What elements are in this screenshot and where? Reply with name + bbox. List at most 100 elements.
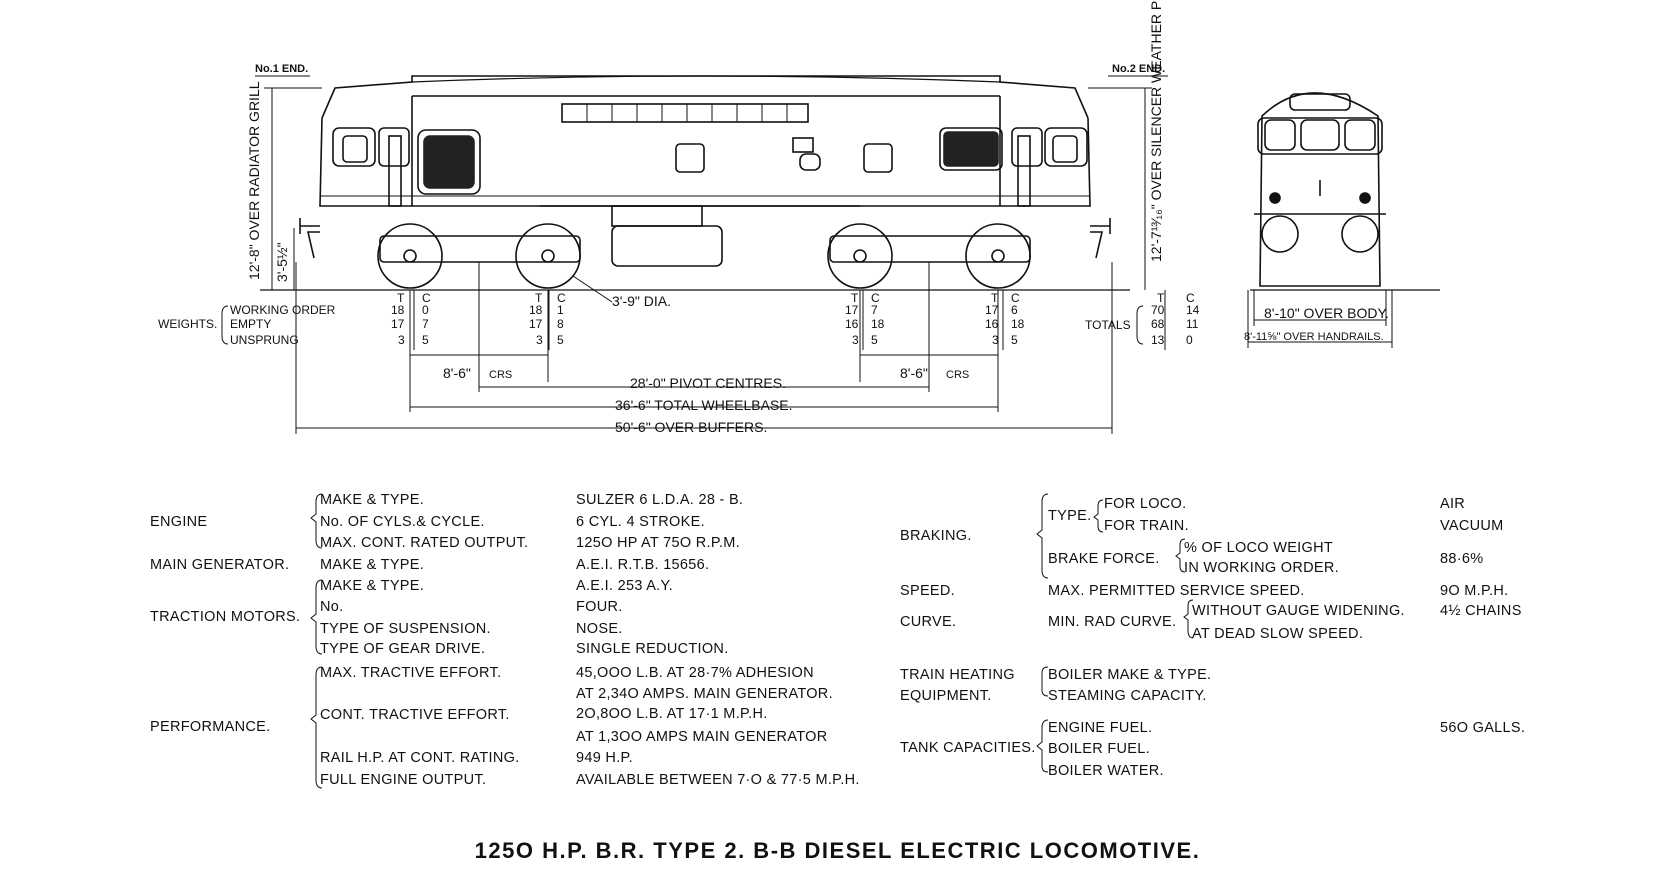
traction-value-gear: SINGLE REDUCTION. bbox=[576, 641, 729, 657]
main-generator-value: A.E.I. R.T.B. 15656. bbox=[576, 557, 710, 573]
speed-item: MAX. PERMITTED SERVICE SPEED. bbox=[1048, 583, 1305, 599]
tank-item-boiler-fuel: BOILER FUEL. bbox=[1048, 741, 1150, 757]
weight-row-working: WORKING ORDER bbox=[230, 303, 336, 317]
height-silencer-label: 12'-7¹³⁄₁₆" OVER SILENCER WEATHER PLATES… bbox=[1148, 0, 1164, 262]
axle-4-c-2: 5 bbox=[1011, 333, 1018, 347]
axle-4-t-2: 3 bbox=[992, 333, 999, 347]
axle-4-t-1: 16 bbox=[985, 317, 999, 331]
performance-value-3: AT 1,3OO AMPS MAIN GENERATOR bbox=[576, 729, 828, 745]
braking-value-train: VACUUM bbox=[1440, 518, 1504, 534]
engine-item-make: MAKE & TYPE. bbox=[320, 492, 425, 508]
train-heating-item-1: STEAMING CAPACITY. bbox=[1048, 688, 1207, 704]
performance-value-2: 2O,8OO L.B. AT 17·1 M.P.H. bbox=[576, 706, 768, 722]
brake-force-value: 88·6% bbox=[1440, 551, 1484, 567]
bogie-1-centres: 8'-6" bbox=[443, 365, 471, 381]
axle-3-c-header: C bbox=[871, 291, 880, 305]
wheel-dia-label: 3'-9" DIA. bbox=[612, 293, 671, 309]
braking-type-train: FOR TRAIN. bbox=[1104, 518, 1189, 534]
traction-value-no: FOUR. bbox=[576, 599, 623, 615]
axle-2-t-2: 3 bbox=[536, 333, 543, 347]
totals-t-2: 13 bbox=[1151, 333, 1165, 347]
curve-item: MIN. RAD CURVE. bbox=[1048, 614, 1177, 630]
traction-item-no: No. bbox=[320, 599, 344, 615]
tank-item-boiler-water: BOILER WATER. bbox=[1048, 763, 1164, 779]
pivot-centres-label: 28'-0" PIVOT CENTRES. bbox=[630, 375, 786, 391]
tank-item-engine-fuel: ENGINE FUEL. bbox=[1048, 720, 1153, 736]
over-handrails-label: 8'-11⅝" OVER HANDRAILS. bbox=[1244, 331, 1384, 343]
dimension-lines bbox=[255, 75, 1393, 434]
tank-value-engine-fuel: 56O GALLS. bbox=[1440, 720, 1526, 736]
side-elevation bbox=[260, 75, 1130, 291]
axle-2-c-2: 5 bbox=[557, 333, 564, 347]
curve-sub-0: WITHOUT GAUGE WIDENING. bbox=[1192, 603, 1405, 619]
bogie-2-centres: 8'-6" bbox=[900, 365, 928, 381]
height-radiator-label: 12'-8" OVER RADIATOR GRILL bbox=[246, 81, 262, 280]
axle-2-t-header: T bbox=[535, 291, 543, 305]
axle-2-t-0: 18 bbox=[529, 303, 543, 317]
traction-value-make: A.E.I. 253 A.Y. bbox=[576, 578, 673, 594]
weight-row-unsprung: UNSPRUNG bbox=[230, 333, 299, 347]
no1-end-label: No.1 END. bbox=[255, 63, 308, 75]
traction-motors-label: TRACTION MOTORS. bbox=[150, 609, 301, 625]
totals-t-0: 70 bbox=[1151, 303, 1165, 317]
axle-4-c-1: 18 bbox=[1011, 317, 1025, 331]
axle-3-t-header: T bbox=[851, 291, 859, 305]
axle-1-c-2: 5 bbox=[422, 333, 429, 347]
braking-value-loco: AIR bbox=[1440, 496, 1466, 512]
axle-1-c-1: 7 bbox=[422, 317, 429, 331]
axle-2-c-0: 1 bbox=[557, 303, 564, 317]
diagram-caption: 125O H.P. B.R. TYPE 2. B-B DIESEL ELECTR… bbox=[474, 838, 1201, 863]
curve-value: 4½ CHAINS bbox=[1440, 603, 1522, 619]
axle-4-t-0: 17 bbox=[985, 303, 999, 317]
brake-force-item-0: % OF LOCO WEIGHT bbox=[1184, 540, 1333, 556]
main-generator-item: MAKE & TYPE. bbox=[320, 557, 425, 573]
over-buffers-label: 50'-6" OVER BUFFERS. bbox=[615, 419, 767, 435]
axle-1-t-header: T bbox=[397, 291, 405, 305]
totals-label: TOTALS bbox=[1085, 318, 1131, 332]
axle-4-c-header: C bbox=[1011, 291, 1020, 305]
axle-2-c-header: C bbox=[557, 291, 566, 305]
brake-force-item-1: IN WORKING ORDER. bbox=[1184, 560, 1339, 576]
speed-label: SPEED. bbox=[900, 583, 955, 599]
axle-weights: 18 17 3 0 7 5 18 17 3 1 8 5 17 16 3 7 18… bbox=[391, 303, 1200, 347]
axle-4-c-0: 6 bbox=[1011, 303, 1018, 317]
performance-value-5: AVAILABLE BETWEEN 7·O & 77·5 M.P.H. bbox=[576, 772, 860, 788]
speed-value: 9O M.P.H. bbox=[1440, 583, 1509, 599]
axle-3-c-2: 5 bbox=[871, 333, 878, 347]
axle-1-c-0: 0 bbox=[422, 303, 429, 317]
curve-label: CURVE. bbox=[900, 614, 957, 630]
traction-item-gear: TYPE OF GEAR DRIVE. bbox=[320, 641, 486, 657]
performance-label: PERFORMANCE. bbox=[150, 719, 271, 735]
engine-value-cyls: 6 CYL. 4 STROKE. bbox=[576, 514, 705, 530]
axle-3-c-0: 7 bbox=[871, 303, 878, 317]
bogie-1-crs: CRS bbox=[489, 369, 512, 381]
traction-value-suspension: NOSE. bbox=[576, 621, 623, 637]
engine-value-output: 125O HP AT 75O R.P.M. bbox=[576, 535, 741, 551]
braking-type-label: TYPE. bbox=[1048, 508, 1092, 524]
axle-2-c-1: 8 bbox=[557, 317, 564, 331]
totals-t-header: T bbox=[1157, 291, 1165, 305]
engine-label: ENGINE bbox=[150, 514, 208, 530]
main-generator-label: MAIN GENERATOR. bbox=[150, 557, 290, 573]
brake-force-label: BRAKE FORCE. bbox=[1048, 551, 1160, 567]
axle-2-t-1: 17 bbox=[529, 317, 543, 331]
train-heating-label-0: TRAIN HEATING bbox=[900, 667, 1015, 683]
axle-1-t-0: 18 bbox=[391, 303, 405, 317]
traction-item-suspension: TYPE OF SUSPENSION. bbox=[320, 621, 491, 637]
performance-value-1: AT 2,34O AMPS. MAIN GENERATOR. bbox=[576, 686, 833, 702]
spec-brackets bbox=[310, 493, 1194, 789]
braking-label: BRAKING. bbox=[900, 528, 972, 544]
no2-end-label: No.2 END. bbox=[1112, 63, 1165, 75]
bogie-2-crs: CRS bbox=[946, 369, 969, 381]
totals-c-header: C bbox=[1186, 291, 1195, 305]
engine-value-make: SULZER 6 L.D.A. 28 - B. bbox=[576, 492, 744, 508]
axle-4-t-header: T bbox=[991, 291, 999, 305]
tank-capacities-label: TANK CAPACITIES. bbox=[900, 740, 1036, 756]
axle-3-t-2: 3 bbox=[852, 333, 859, 347]
braking-type-loco: FOR LOCO. bbox=[1104, 496, 1187, 512]
totals-c-2: 0 bbox=[1186, 333, 1193, 347]
totals-c-1: 11 bbox=[1186, 317, 1199, 331]
performance-item-cont-te: CONT. TRACTIVE EFFORT. bbox=[320, 707, 510, 723]
totals-t-1: 68 bbox=[1151, 317, 1165, 331]
